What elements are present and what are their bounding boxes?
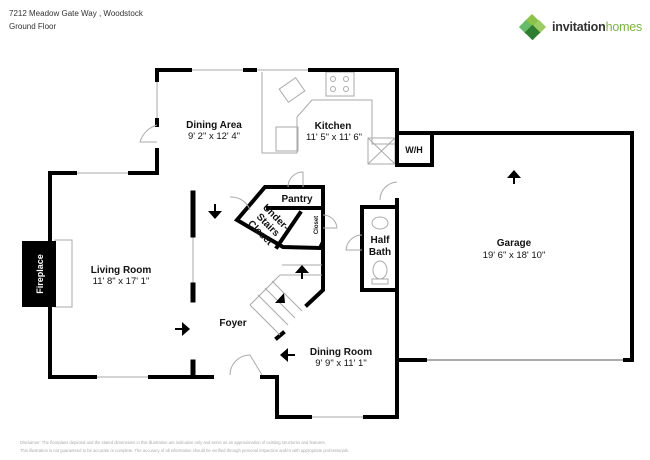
wh-label: W/H — [405, 145, 423, 155]
kitchen-dims: 11' 5" x 11' 6" — [306, 132, 362, 143]
fireplace-label: Fireplace — [35, 254, 45, 294]
logo-text-invitation: invitation — [552, 20, 606, 34]
closet-label: Closet — [314, 216, 320, 234]
logo-text-homes: homes — [605, 20, 643, 34]
logo-mark-icon — [518, 14, 547, 41]
dining-room-label: Dining Room — [310, 347, 372, 358]
brand-logo: invitationhomes — [518, 14, 643, 42]
living-room-label: Living Room — [91, 265, 152, 276]
pantry-label: Pantry — [281, 194, 313, 205]
half-bath-label-2: Bath — [369, 247, 391, 258]
half-bath-label-1: Half — [371, 235, 391, 246]
disclaimer-line-1: Disclaimer: The floorplans depicted and … — [20, 440, 326, 445]
living-room-dims: 11' 8" x 17' 1" — [93, 276, 150, 287]
entry-arrows — [175, 170, 521, 362]
floor-label: Ground Floor — [9, 22, 57, 31]
dining-room-dims: 9' 9" x 11' 1" — [315, 358, 366, 369]
bath-fixtures — [371, 216, 389, 285]
dining-area-dims: 9' 2" x 12' 4" — [188, 131, 240, 142]
doors — [139, 124, 398, 376]
garage-label: Garage — [497, 238, 532, 249]
disclaimer-line-2: This illustration is not guaranteed to b… — [20, 448, 350, 453]
windows — [75, 69, 625, 418]
kitchen-counters — [261, 71, 396, 165]
address-text: 7212 Meadow Gate Way , Woodstock — [9, 9, 143, 18]
dining-area-label: Dining Area — [186, 120, 242, 131]
fireplace — [22, 241, 56, 307]
hearth — [54, 239, 73, 308]
foyer-label: Foyer — [219, 318, 246, 329]
walls — [48, 68, 634, 419]
kitchen-label: Kitchen — [315, 121, 352, 132]
garage-dims: 19' 6" x 18' 10" — [483, 250, 546, 261]
